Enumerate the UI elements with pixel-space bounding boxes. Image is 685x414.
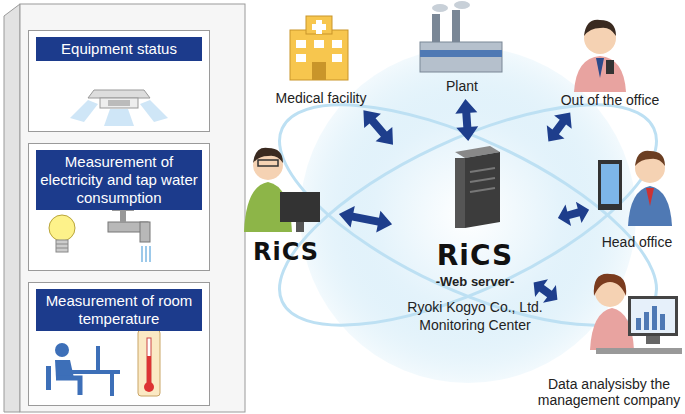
panel-box: Measurement of room temperature bbox=[28, 282, 210, 406]
server-label: -Web server- bbox=[436, 274, 515, 292]
site-label: Data analysisby the management company bbox=[536, 376, 682, 410]
hospital-icon bbox=[290, 16, 348, 80]
panel-heading: Measurement of room temperature bbox=[36, 289, 202, 331]
logo-text: RiCS bbox=[437, 240, 513, 274]
site-node: Out of the office bbox=[540, 8, 680, 110]
site-node: Data analysisby the management company bbox=[536, 264, 682, 410]
analyst-icon bbox=[590, 274, 682, 354]
center-label: Ryoki Kogyo Co., Ltd. Monitoring Center bbox=[395, 298, 555, 336]
site-node: Plant bbox=[420, 4, 504, 96]
double-arrow bbox=[558, 202, 589, 226]
site-node: Head office bbox=[592, 142, 682, 252]
panel-heading: Measurement of electricity and tap water… bbox=[36, 150, 202, 210]
site-node: Medical facility bbox=[262, 14, 380, 108]
ac-unit-icon bbox=[70, 90, 168, 126]
logo-text: RiCS bbox=[253, 238, 319, 268]
panel-box: Measurement of electricity and tap water… bbox=[28, 143, 210, 271]
site-label: Medical facility bbox=[275, 90, 366, 108]
person-phone-icon bbox=[574, 20, 626, 92]
double-arrow bbox=[547, 112, 572, 141]
site-node: RiCS bbox=[236, 140, 336, 268]
server-node: RiCS-Web server- Ryoki Kogyo Co., Ltd. Mo… bbox=[395, 144, 555, 336]
person-monitor-icon bbox=[598, 151, 672, 226]
panel-heading: Equipment status bbox=[36, 37, 202, 61]
thermometer-icon bbox=[138, 330, 160, 396]
panel-box: Equipment status bbox=[28, 30, 210, 132]
desk-worker-icon bbox=[46, 343, 120, 396]
double-arrow bbox=[339, 206, 392, 233]
server-icon bbox=[455, 146, 500, 228]
faucet-icon bbox=[108, 206, 150, 262]
site-label: Head office bbox=[602, 234, 673, 252]
site-label: Out of the office bbox=[561, 92, 660, 110]
factory-icon bbox=[420, 1, 502, 72]
double-arrow bbox=[455, 99, 478, 141]
double-arrow bbox=[363, 110, 393, 144]
light-bulb-icon bbox=[49, 215, 75, 252]
operator-icon bbox=[244, 148, 320, 232]
site-label: Plant bbox=[446, 78, 478, 96]
